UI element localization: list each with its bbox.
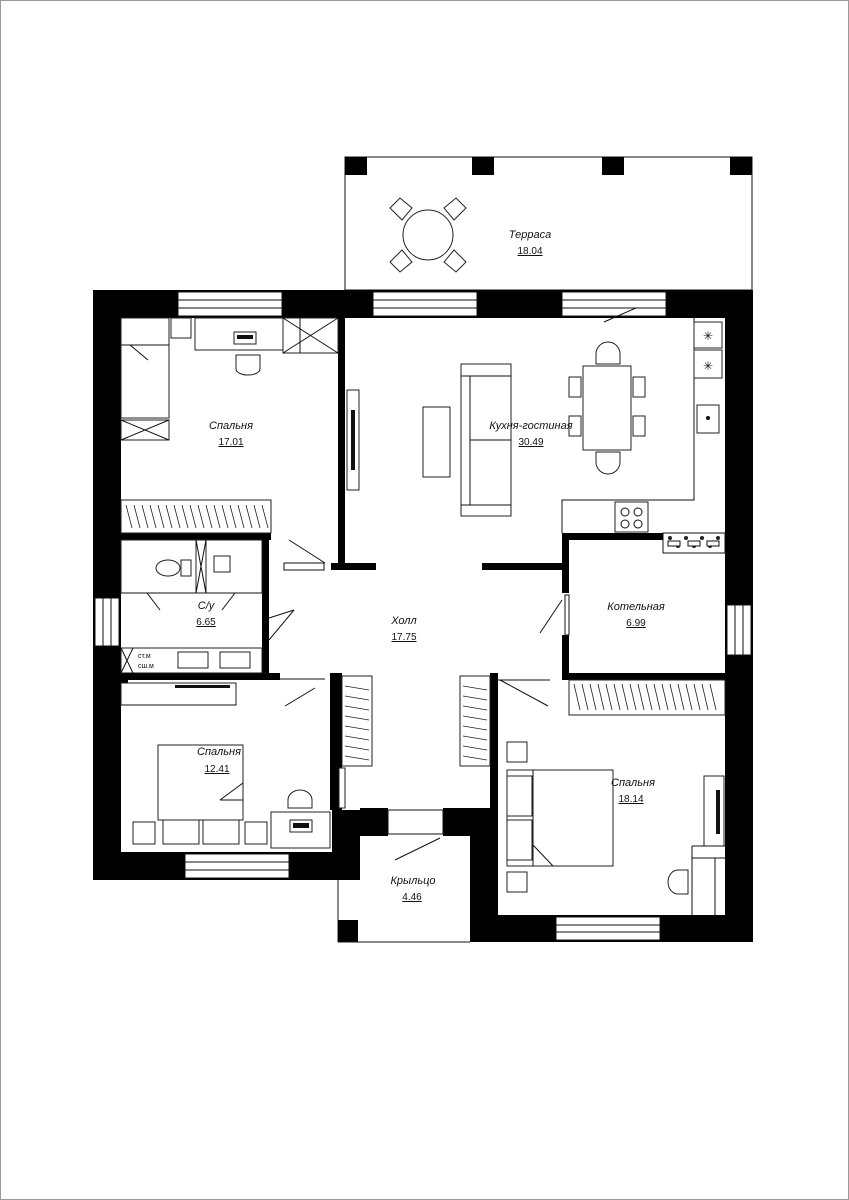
room-labels: Терраса 18.04 Спальня 17.01 Кухня-гостин… — [138, 229, 665, 903]
nightstand — [506, 871, 528, 893]
chair — [287, 789, 313, 809]
bedroom1-name: Спальня — [209, 420, 253, 432]
hall-wardrobe-right — [459, 675, 491, 767]
terrace-column — [345, 157, 367, 175]
nightstand — [170, 317, 192, 339]
windows — [94, 291, 752, 941]
dresser — [703, 775, 725, 847]
wc-furniture — [120, 539, 295, 706]
nightstand — [506, 741, 528, 763]
desk-chair — [235, 354, 261, 376]
bedroom2-name: Спальня — [197, 746, 241, 758]
porch-area: 4.46 — [402, 892, 422, 903]
kitchen-name: Кухня-гостиная — [489, 420, 572, 432]
terrace-column — [472, 157, 494, 175]
terrace-name: Терраса — [509, 229, 551, 241]
terrace-column — [602, 157, 624, 175]
bed — [157, 744, 244, 821]
bedroom3-area: 18.14 — [618, 794, 643, 805]
toilet — [155, 559, 181, 577]
wardrobe — [120, 499, 272, 534]
bed — [120, 317, 170, 419]
dining-table — [582, 365, 632, 451]
round-table-with-chairs — [389, 197, 467, 273]
door-swing — [288, 539, 326, 564]
porch — [337, 880, 470, 943]
wardrobe — [568, 679, 726, 716]
bidet — [213, 555, 231, 573]
bedroom2-area: 12.41 — [204, 764, 229, 775]
bedroom3-name: Спальня — [611, 777, 655, 789]
bedroom-3-furniture — [498, 679, 726, 915]
washer-label: ст.м — [138, 653, 151, 660]
wc-area: 6.65 — [196, 617, 216, 628]
svg-text:✳: ✳ — [703, 329, 713, 343]
terrace-column — [730, 157, 752, 175]
kitchen-area: 30.49 — [518, 437, 543, 448]
hall-wardrobe-left — [341, 675, 373, 767]
nightstand — [244, 821, 268, 845]
dryer-label: сш.м — [138, 663, 154, 670]
bedroom1-area: 17.01 — [218, 437, 243, 448]
terrace — [344, 156, 753, 291]
tv — [351, 410, 355, 470]
coffee-table — [422, 406, 451, 478]
boiler-area: 6.99 — [626, 618, 646, 629]
chair — [667, 869, 689, 895]
kitchen-living-furniture: ✳ ✳ — [346, 307, 726, 554]
terrace-area: 18.04 — [517, 246, 542, 257]
bedroom-2-furniture — [132, 678, 331, 849]
fridge — [693, 321, 723, 349]
boiler-name: Котельная — [607, 601, 665, 613]
dining-chairs — [568, 341, 646, 475]
cooktop — [614, 501, 649, 533]
wc-name: С/у — [198, 600, 216, 612]
svg-text:✳: ✳ — [703, 359, 713, 373]
hall-name: Холл — [390, 615, 416, 627]
hall-area: 17.75 — [391, 632, 416, 643]
hall-furniture — [338, 594, 570, 861]
nightstand — [132, 821, 156, 845]
kitchen-counter — [561, 318, 695, 533]
bedroom-1-furniture — [120, 317, 339, 571]
porch-name: Крыльцо — [390, 875, 435, 887]
